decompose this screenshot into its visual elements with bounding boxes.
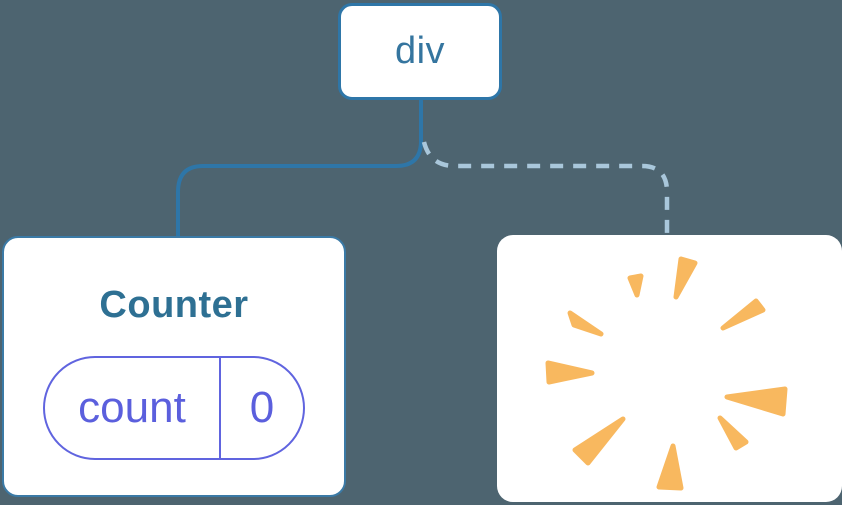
burst-ray bbox=[717, 415, 749, 451]
poof-burst-icon bbox=[545, 256, 788, 491]
burst-ray bbox=[656, 443, 684, 491]
removed-component-card bbox=[497, 235, 842, 502]
removed-edge-dashed-line bbox=[421, 141, 670, 236]
burst-ray bbox=[724, 386, 788, 417]
counter-title: Counter bbox=[99, 284, 249, 326]
kept-edge-line bbox=[176, 99, 423, 239]
burst-ray bbox=[572, 416, 626, 466]
state-key-label: count bbox=[78, 383, 186, 432]
counter-component-card: Counter count 0 bbox=[2, 236, 346, 497]
burst-ray bbox=[545, 360, 595, 385]
root-node-label: div bbox=[394, 30, 446, 72]
burst-ray bbox=[567, 310, 604, 337]
state-pill-divider bbox=[219, 358, 221, 458]
burst-ray bbox=[673, 256, 698, 300]
burst-ray bbox=[720, 298, 766, 331]
poof-burst-rays bbox=[545, 256, 788, 491]
burst-ray bbox=[627, 273, 644, 298]
root-node-div: div bbox=[338, 3, 502, 100]
state-pill: count 0 bbox=[43, 356, 305, 460]
state-value-label: 0 bbox=[249, 383, 275, 432]
